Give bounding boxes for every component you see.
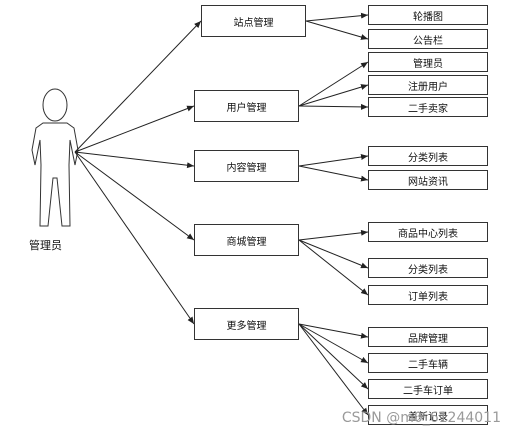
actor-body bbox=[31, 122, 79, 227]
category-to-leaf-arrow bbox=[298, 323, 369, 339]
category-mall-management[interactable]: 商城管理 bbox=[194, 224, 299, 256]
category-to-leaf-arrow bbox=[298, 84, 369, 107]
category-more-management[interactable]: 更多管理 bbox=[194, 308, 299, 340]
category-to-leaf-arrow bbox=[298, 229, 369, 241]
actor-figure bbox=[31, 88, 79, 227]
category-to-leaf-arrow bbox=[298, 239, 369, 269]
leaf-mall-category-list[interactable]: 分类列表 bbox=[368, 258, 488, 278]
category-to-leaf-arrow bbox=[298, 61, 369, 107]
actor-label: 管理员 bbox=[29, 239, 62, 252]
leaf-used-car-orders[interactable]: 二手车订单 bbox=[368, 379, 488, 399]
category-to-leaf-arrow bbox=[298, 323, 369, 390]
leaf-carousel[interactable]: 轮播图 bbox=[368, 5, 488, 25]
leaf-brand-management[interactable]: 品牌管理 bbox=[368, 327, 488, 347]
leaf-update-record[interactable]: 盖新记录 bbox=[368, 405, 488, 425]
actor-to-category-arrow bbox=[74, 20, 202, 153]
actor-head bbox=[42, 88, 68, 122]
actor-to-category-arrow bbox=[74, 105, 195, 153]
leaf-bulletin[interactable]: 公告栏 bbox=[368, 29, 488, 49]
leaf-used-cars[interactable]: 二手车辆 bbox=[368, 353, 488, 373]
category-to-leaf-arrow bbox=[298, 165, 369, 182]
actor-to-category-arrow bbox=[74, 151, 195, 325]
leaf-registered-user[interactable]: 注册用户 bbox=[368, 75, 488, 95]
actor-to-category-arrow bbox=[74, 151, 195, 241]
category-to-leaf-arrow bbox=[305, 20, 369, 40]
category-to-leaf-arrow bbox=[298, 323, 369, 416]
category-to-leaf-arrow bbox=[298, 239, 369, 296]
category-to-leaf-arrow bbox=[298, 103, 369, 110]
category-content-management[interactable]: 内容管理 bbox=[194, 150, 299, 182]
leaf-order-list[interactable]: 订单列表 bbox=[368, 285, 488, 305]
leaf-site-news[interactable]: 网站资讯 bbox=[368, 170, 488, 190]
actor-to-category-arrow bbox=[74, 151, 195, 169]
leaf-administrator[interactable]: 管理员 bbox=[368, 52, 488, 72]
category-to-leaf-arrow bbox=[298, 154, 369, 167]
leaf-product-center-list[interactable]: 商品中心列表 bbox=[368, 222, 488, 242]
watermark: CSDN @m0_61244011 bbox=[341, 410, 501, 426]
leaf-category-list[interactable]: 分类列表 bbox=[368, 146, 488, 166]
leaf-used-seller[interactable]: 二手卖家 bbox=[368, 97, 488, 117]
category-to-leaf-arrow bbox=[305, 12, 369, 22]
category-site-management[interactable]: 站点管理 bbox=[201, 5, 306, 37]
category-to-leaf-arrow bbox=[298, 323, 369, 364]
category-user-management[interactable]: 用户管理 bbox=[194, 90, 299, 122]
